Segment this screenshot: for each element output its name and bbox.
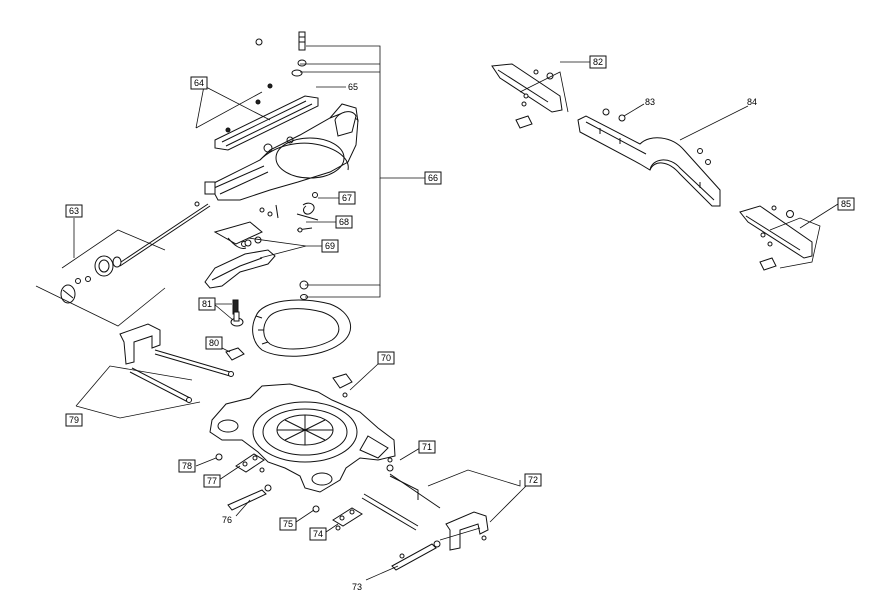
svg-text:78: 78 [182,461,192,471]
clip-part [225,347,245,361]
arm-body-part [204,103,359,201]
main-fence-part [577,115,721,207]
support-bracket-part [445,511,489,551]
callout-76: 76 [222,515,232,525]
svg-text:71: 71 [422,442,432,452]
base-assembly [209,299,441,571]
callout-63: 63 [65,204,83,218]
svg-text:85: 85 [841,199,851,209]
washer-part [291,69,303,77]
svg-text:72: 72 [528,475,538,485]
callout-80: 80 [205,336,223,350]
callout-73: 73 [352,582,362,592]
support-rod-part [363,493,419,527]
rod-part [117,203,209,265]
callout-84: 84 [747,97,757,107]
callout-75: 75 [279,517,297,531]
callout-74: 74 [309,527,327,541]
fence-clamp-part [312,505,363,531]
callout-72: 72 [524,473,542,487]
callout-78: 78 [178,459,196,473]
screw-part [230,299,244,327]
callout-85: 85 [837,197,855,211]
svg-text:77: 77 [207,476,217,486]
svg-text:79: 79 [69,415,79,425]
screw-part [618,114,626,122]
arm-assembly [60,31,359,304]
callout-82: 82 [589,55,607,69]
svg-text:67: 67 [342,193,352,203]
callout-labels: 63 64 66 67 68 69 70 71 72 74 75 77 78 7… [65,55,855,592]
fence-assembly [491,63,813,271]
svg-text:70: 70 [381,353,391,363]
callout-71: 71 [418,440,436,454]
screw-part [602,108,610,116]
svg-text:63: 63 [69,206,79,216]
svg-text:75: 75 [283,519,293,529]
callout-67: 67 [338,191,356,205]
callout-64: 64 [190,76,208,90]
support-bracket-part [119,323,161,365]
callout-77: 77 [203,474,221,488]
svg-text:64: 64 [194,78,204,88]
fence-clamp-part [215,453,265,473]
svg-text:69: 69 [325,241,335,251]
nut-part [255,38,263,46]
callout-81: 81 [198,297,216,311]
lever-part [213,221,263,249]
washer-part [297,59,307,67]
slider-part [391,540,441,571]
svg-text:82: 82 [593,57,603,67]
knob-part [60,255,122,304]
screw-part [298,31,306,51]
callout-65: 65 [348,82,358,92]
callout-79: 79 [65,413,83,427]
clip-part [332,373,353,389]
handle-part [204,236,276,289]
svg-text:81: 81 [202,299,212,309]
svg-text:74: 74 [313,529,323,539]
screw-part [697,148,703,154]
svg-text:80: 80 [209,338,219,348]
base-part [209,383,396,493]
support-rod-part [154,349,231,373]
spring-part [259,192,319,233]
screw-part [705,159,711,165]
callout-83: 83 [645,97,655,107]
svg-text:68: 68 [339,217,349,227]
support-rod-part [131,367,191,399]
callout-70: 70 [377,351,395,365]
leader-lines [35,45,839,581]
svg-text:66: 66 [428,173,438,183]
fence-piece-part [739,205,813,259]
support-rod-part [389,475,419,500]
guide-plate-part [214,83,319,151]
slider-part [227,484,272,511]
screw-part [342,392,348,398]
scale-ring-part [252,299,351,357]
callout-68: 68 [335,215,353,229]
callout-69: 69 [321,239,339,253]
extension-supports [119,323,489,551]
knob-part [786,210,794,218]
callout-66: 66 [424,171,442,185]
